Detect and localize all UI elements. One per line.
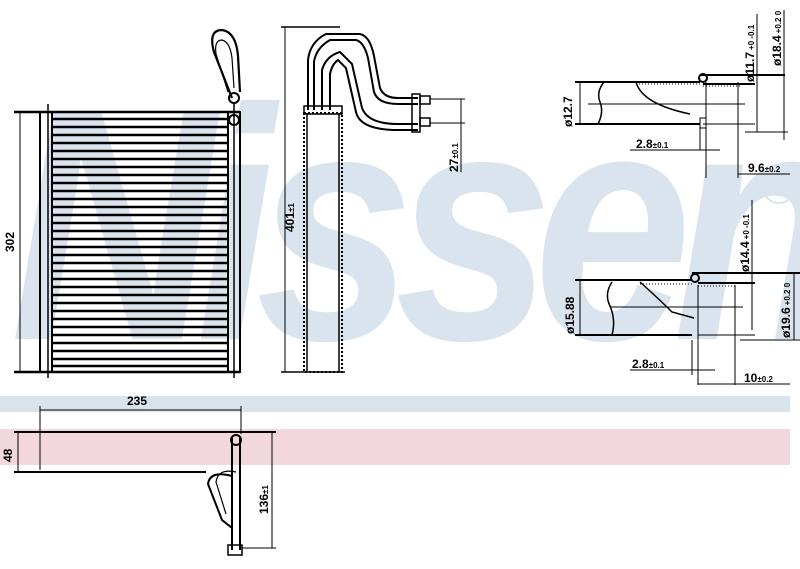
dim-pipe-length: 136±1 [257,485,271,514]
dim-small-outer-dia: ø18.4+0.2 0 [770,10,784,66]
dim-core-depth: 48 [1,448,15,462]
dim-core-width: 235 [127,394,147,408]
registered-mark: ® [762,170,796,204]
dim-pipe-spacing: 27±0.1 [447,143,461,172]
watermark-band-blue [0,396,790,412]
dim-core-height: 302 [3,232,17,252]
dim-large-inner-dia: ø14.4+0 -0.1 [738,214,752,272]
dim-large-length: 10±0.2 [744,371,773,385]
core-tubes [52,117,228,368]
dim-small-inner-dia: ø11.7+0 -0.1 [743,24,757,82]
dim-small-length: 9.6±0.2 [748,161,781,175]
dim-large-bead: 2.8±0.1 [632,357,665,371]
dim-overall-height: 401±1 [283,203,297,232]
dim-large-outer-dia: ø19.6+0.2 0 [779,282,793,338]
front-view: 302 [3,28,242,378]
dim-large-pipe-dia: ø15.88 [563,296,577,334]
watermark-band-pink [0,429,790,465]
dim-small-pipe-dia: ø12.7 [561,96,575,127]
side-view: 401±1 27±0.1 [281,26,465,373]
detail-small-pipe: ø12.7 ø11.7+0 -0.1 ø18.4+0.2 0 2.8±0.1 9… [561,10,790,178]
detail-large-pipe: ø15.88 ø14.4+0 -0.1 ø19.6+0.2 0 2.8±0.1 … [563,200,800,385]
top-view: 235 48 136±1 [1,394,276,556]
dim-small-bead: 2.8±0.1 [636,137,669,151]
